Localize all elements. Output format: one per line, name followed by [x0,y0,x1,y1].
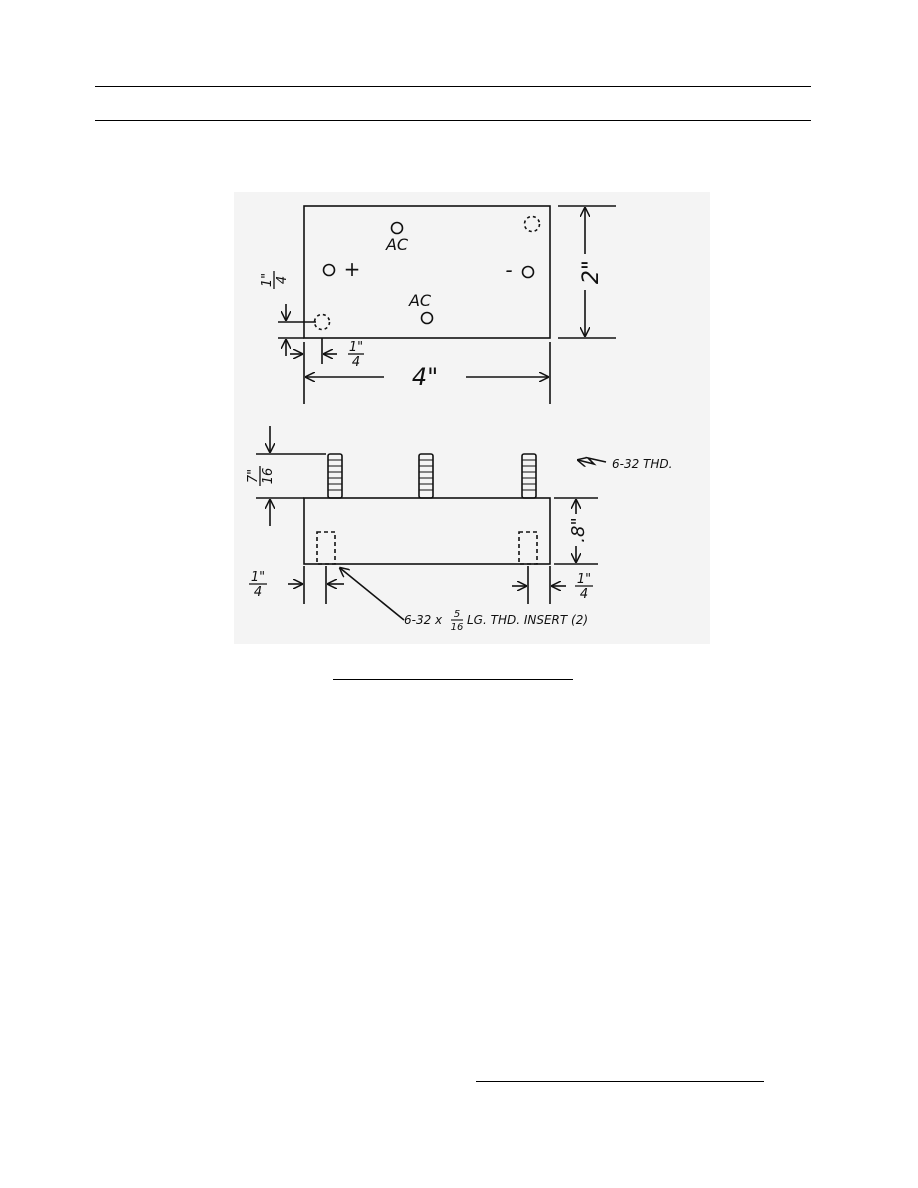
left-offset-den: 4 [275,276,290,284]
right-inset-den: 4 [580,587,588,602]
ac-label-bottom: AC [408,291,432,310]
right-inset-fraction: 1" 4 [575,572,593,602]
plate-outline [303,205,551,339]
top-rule-upper [95,86,811,87]
height-dimension-label: 2" [579,260,604,284]
plan-labels: AC + - AC 2" 4" 1" 4 1" 4 [260,235,604,391]
insert-leader [340,568,405,621]
bottom-offset-fraction: 1" 4 [348,340,364,370]
insert-hole-bottom-left [313,313,331,331]
figure-caption-line [333,679,573,680]
insert-fraction-den: 16 [451,622,464,633]
left-inset-num: 1" [251,570,265,585]
insert-right-hidden [518,531,538,565]
positive-hole [322,263,336,277]
left-inset-fraction: 1" 4 [249,570,267,600]
technical-drawing: AC + - AC 2" 4" 1" 4 1" 4 [234,192,710,644]
thread-leader [578,458,607,464]
ac-label-top: AC [385,235,409,254]
left-offset-num: 1" [260,273,275,287]
side-labels: 7" 16 .8" 1" 4 1" 4 6-32 THD. 6-32 x 5 1… [246,457,672,633]
insert-callout-prefix: 6-32 x [404,613,443,627]
bottom-offset-den: 4 [352,355,360,370]
negative-hole [521,265,535,279]
stud-height-den: 16 [261,468,276,485]
top-rule-lower [95,120,811,121]
drawing-background [234,192,710,644]
left-inset-den: 4 [254,585,262,600]
left-offset-fraction: 1" 4 [260,271,290,289]
stud-center [418,453,434,499]
ac-hole-top [390,221,404,235]
side-view [256,426,607,621]
block-height-label: .8" [568,517,589,542]
stud-left [327,453,343,499]
ac-hole-bottom [420,311,434,325]
insert-fraction-num: 5 [454,609,460,620]
negative-label: - [505,258,512,282]
positive-label: + [344,257,361,281]
page-footer-line [476,1081,764,1082]
insert-hole-top-right [523,215,541,233]
right-inset-num: 1" [577,572,591,587]
insert-left-hidden [316,531,336,565]
width-dimension-label: 4" [412,363,438,391]
bottom-offset-num: 1" [349,340,363,355]
plan-view [278,205,616,404]
stud-height-fraction: 7" 16 [246,466,276,486]
insert-callout-fraction: 5 16 [451,609,464,633]
stud-height-num: 7" [246,469,261,483]
stud-right [521,453,537,499]
insert-callout-suffix: LG. THD. INSERT (2) [467,613,588,627]
drawing-canvas: AC + - AC 2" 4" 1" 4 1" 4 [234,192,710,644]
stud-thread-callout: 6-32 THD. [612,457,672,471]
